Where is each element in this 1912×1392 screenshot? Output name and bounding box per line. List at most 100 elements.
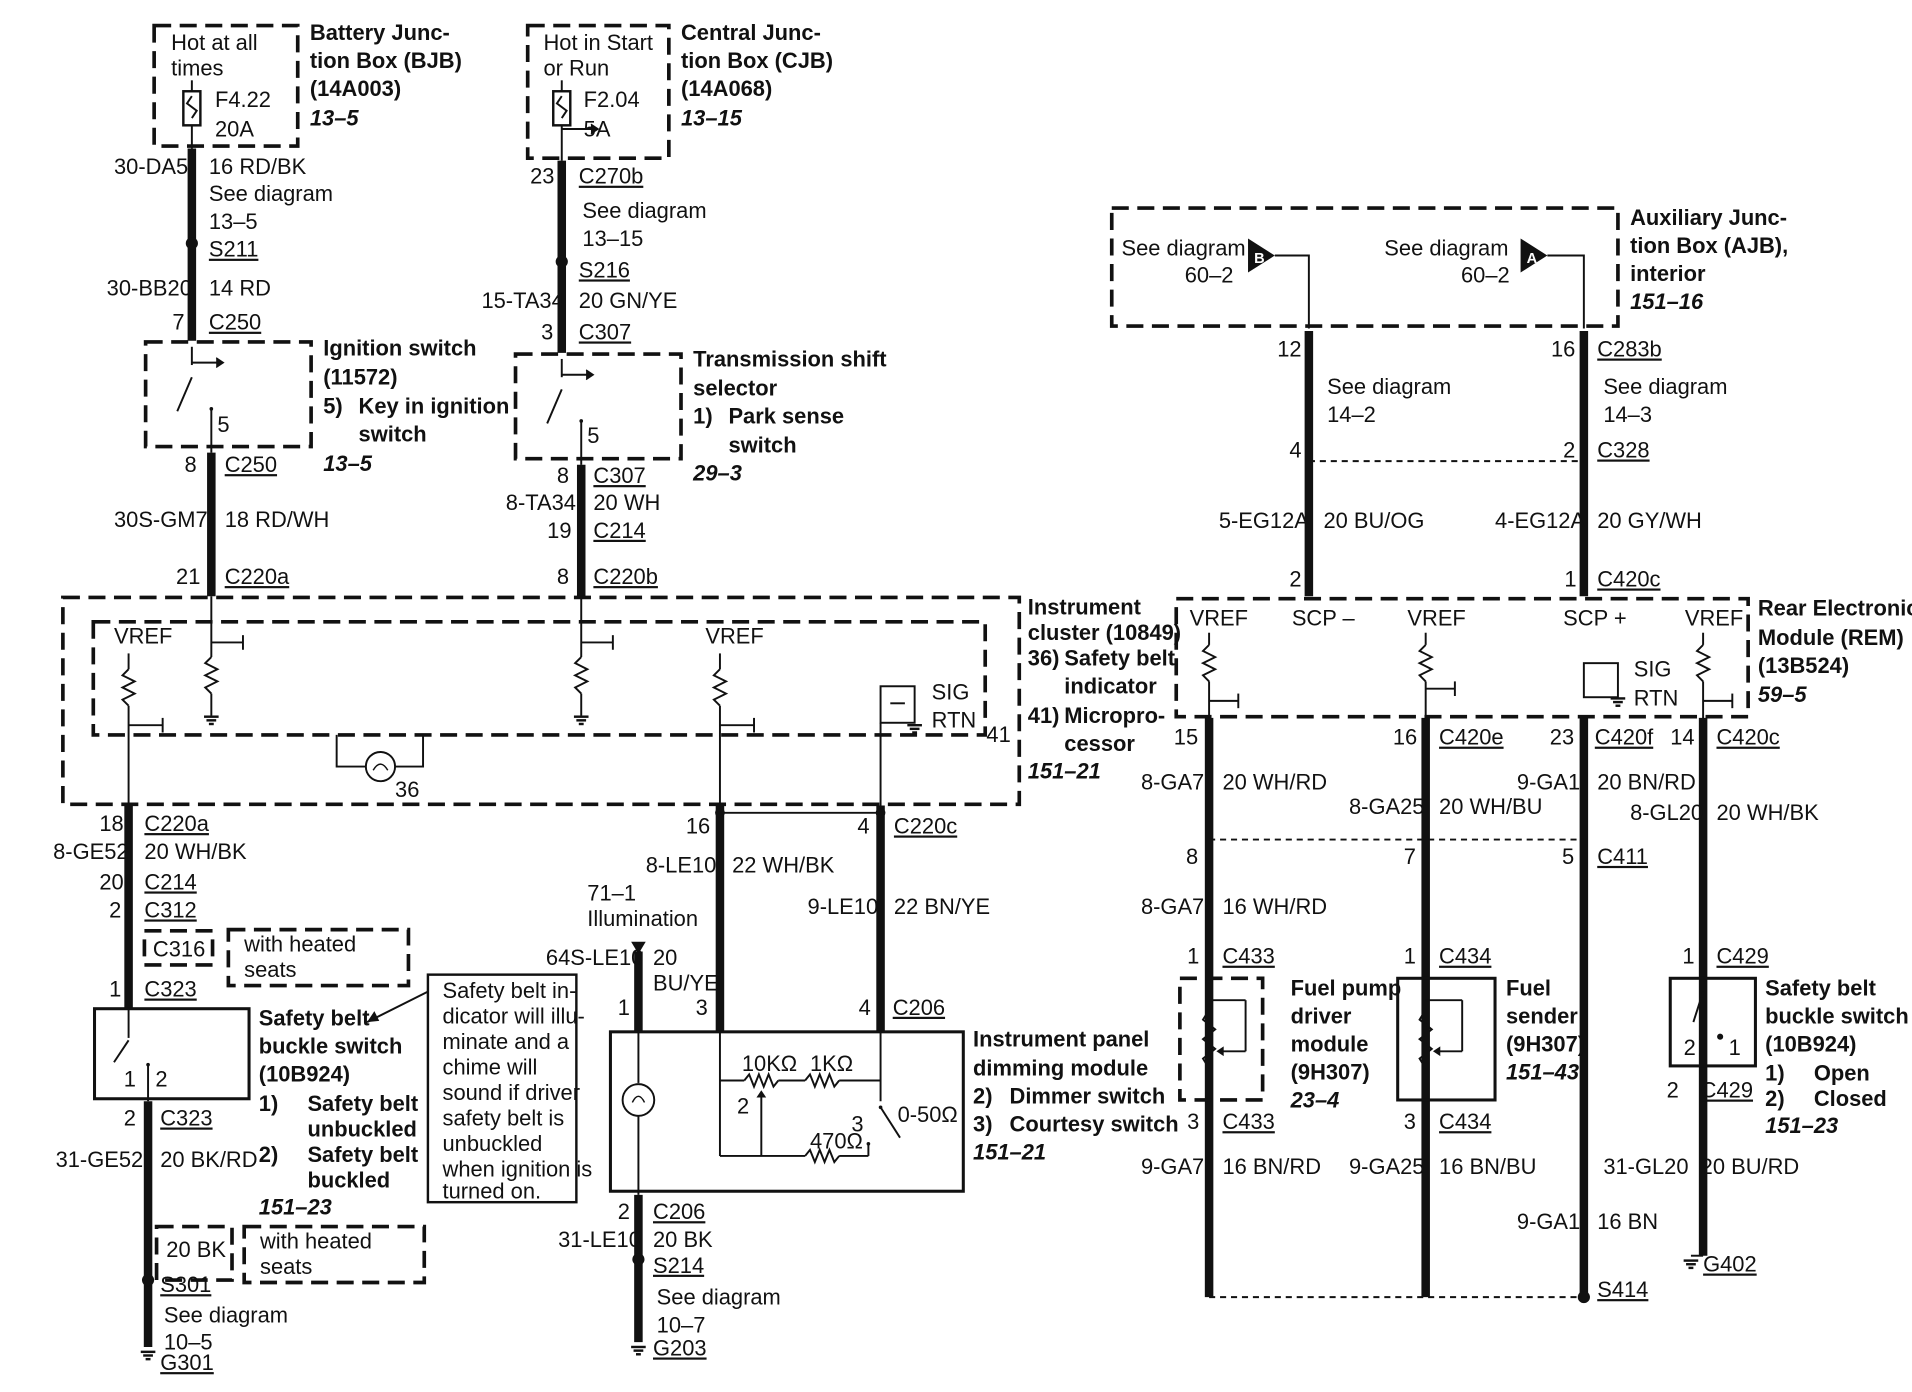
diagram-label: C250: [209, 310, 261, 335]
diagram-label: 20 GN/YE: [579, 288, 678, 313]
diagram-label: 8-LE10: [646, 852, 717, 877]
diagram-label: Fuel: [1506, 975, 1551, 1000]
auxiliary-junction-box: See diagram 60–2 B See diagram 60–2 A Au…: [1109, 205, 1788, 329]
diagram-label: 18: [99, 811, 123, 836]
diagram-label: Micropro-: [1064, 703, 1165, 728]
diagram-label: RTN: [1634, 686, 1679, 711]
diagram-label: 8: [557, 463, 569, 488]
diagram-label: Closed: [1814, 1086, 1887, 1111]
diagram-label: See diagram: [164, 1303, 288, 1328]
diagram-label: 3: [1404, 1109, 1416, 1134]
diagram-label: 16: [686, 813, 710, 838]
diagram-label: with heated: [259, 1228, 372, 1253]
diagram-label: driver: [1291, 1003, 1352, 1028]
diagram-label: 1: [1404, 944, 1416, 969]
diagram-label: 30-DA5: [114, 154, 188, 179]
diagram-label: 2): [259, 1142, 278, 1167]
diagram-label: 0-50Ω: [898, 1102, 958, 1127]
fuel-circuit: 8-GA7 20 WH/RD 8-GA25 20 WH/BU 9-GA1 20 …: [1141, 717, 1909, 1304]
diagram-label: unbuckled: [443, 1131, 543, 1156]
switch-contact-icon: [1692, 991, 1705, 1023]
diagram-label: C420c: [1597, 566, 1660, 591]
diagram-label: SIG: [1634, 657, 1672, 682]
diagram-label: See diagram: [1603, 374, 1727, 399]
diagram-label: Safety belt: [1064, 646, 1175, 671]
diagram-label: Module (REM): [1758, 625, 1904, 650]
diagram-label: Transmission shift: [693, 346, 887, 371]
diagram-label: 10–7: [657, 1312, 706, 1337]
diagram-label: C429: [1701, 1078, 1753, 1103]
diagram-label: VREF: [1685, 605, 1743, 630]
diagram-label: 8-GA7: [1141, 894, 1204, 919]
diagram-label: (10B924): [1765, 1031, 1856, 1056]
dimming-module-circuit: 16 4 C220c 8-LE10 22 WH/BK 71–1 Illumina…: [546, 805, 1179, 1360]
diagram-label: 7: [1404, 844, 1416, 869]
diagram-label: 5-EG12A: [1219, 508, 1309, 533]
diagram-label: 22 BN/YE: [894, 894, 990, 919]
diagram-label: BU/YE: [653, 970, 719, 995]
diagram-label: C316: [153, 936, 205, 961]
diagram-label: 13–5: [209, 209, 258, 234]
rem-circuit: 12 16 C283b See diagram 14–2 See diagram…: [1174, 330, 1912, 750]
courtesy-switch-icon: [879, 1106, 901, 1139]
diagram-label: C433: [1222, 1109, 1274, 1134]
diagram-label: G402: [1703, 1252, 1757, 1277]
indicator-lamp-icon: [364, 750, 397, 783]
diagram-label: Auxiliary Junc-: [1630, 205, 1787, 230]
diagram-label: See diagram: [1384, 236, 1508, 261]
diagram-label: 8: [1186, 844, 1198, 869]
diagram-label: interior: [1630, 261, 1706, 286]
diagram-label: 13–5: [323, 451, 373, 476]
diagram-label: S214: [653, 1253, 704, 1278]
diagram-label: 9-LE10: [808, 894, 879, 919]
diagram-label: C434: [1439, 1109, 1491, 1134]
diagram-label: 59–5: [1758, 682, 1808, 707]
diagram-label: 20: [653, 945, 677, 970]
diagram-label: 9-GA1: [1517, 1209, 1580, 1234]
diagram-label: VREF: [1407, 605, 1465, 630]
diagram-label: when ignition is: [442, 1157, 593, 1182]
diagram-label: (14A003): [310, 76, 401, 101]
diagram-label: 20 BK/RD: [160, 1147, 257, 1172]
diagram-label: 1: [1682, 944, 1694, 969]
ignition-circuit: 30-DA5 16 RD/BK See diagram 13–5 S211 30…: [107, 148, 509, 597]
diagram-label: See diagram: [209, 181, 333, 206]
diagram-label: 10–5: [164, 1329, 213, 1354]
diagram-label: 1): [693, 403, 712, 428]
diagram-label: 20 BN/RD: [1597, 770, 1696, 795]
diagram-label: seats: [244, 957, 296, 982]
diagram-label: 2): [1765, 1086, 1784, 1111]
diagram-label: Dimmer switch: [1010, 1084, 1166, 1109]
diagram-label: 20 WH/BU: [1439, 794, 1542, 819]
diagram-label: 151–21: [973, 1140, 1046, 1165]
diagram-label: 2: [1667, 1078, 1679, 1103]
diagram-label: 3: [696, 995, 708, 1020]
diagram-label: C220c: [894, 813, 957, 838]
diagram-label: 20 WH: [593, 490, 660, 515]
diagram-label: RTN: [932, 708, 977, 733]
diagram-label: 36): [1028, 646, 1060, 671]
diagram-label: 8: [557, 564, 569, 589]
diagram-label: 10KΩ: [742, 1051, 797, 1076]
diagram-label: buckled: [307, 1168, 390, 1193]
diagram-label: 9-GA7: [1141, 1154, 1204, 1179]
diagram-label: 14–3: [1603, 402, 1652, 427]
diagram-label: 14–2: [1327, 402, 1376, 427]
diagram-label: C220a: [225, 564, 290, 589]
diagram-label: G203: [653, 1335, 707, 1360]
diagram-label: 3): [973, 1112, 992, 1137]
diagram-label: Rear Electronic: [1758, 596, 1912, 621]
diagram-label: C328: [1597, 438, 1649, 463]
diagram-label: 1: [1729, 1035, 1741, 1060]
diagram-label: C220b: [593, 564, 658, 589]
diagram-label: Instrument: [1028, 594, 1142, 619]
diagram-label: See diagram: [582, 198, 706, 223]
diagram-label: 5: [217, 412, 229, 437]
diagram-label: 8-GA25: [1349, 794, 1424, 819]
diagram-label: C312: [144, 897, 196, 922]
diagram-label: Hot at all: [171, 30, 257, 55]
diagram-label: C323: [144, 977, 196, 1002]
diagram-label: C307: [579, 319, 631, 344]
diagram-label: (13B524): [1758, 653, 1849, 678]
diagram-label: Hot in Start: [544, 30, 654, 55]
